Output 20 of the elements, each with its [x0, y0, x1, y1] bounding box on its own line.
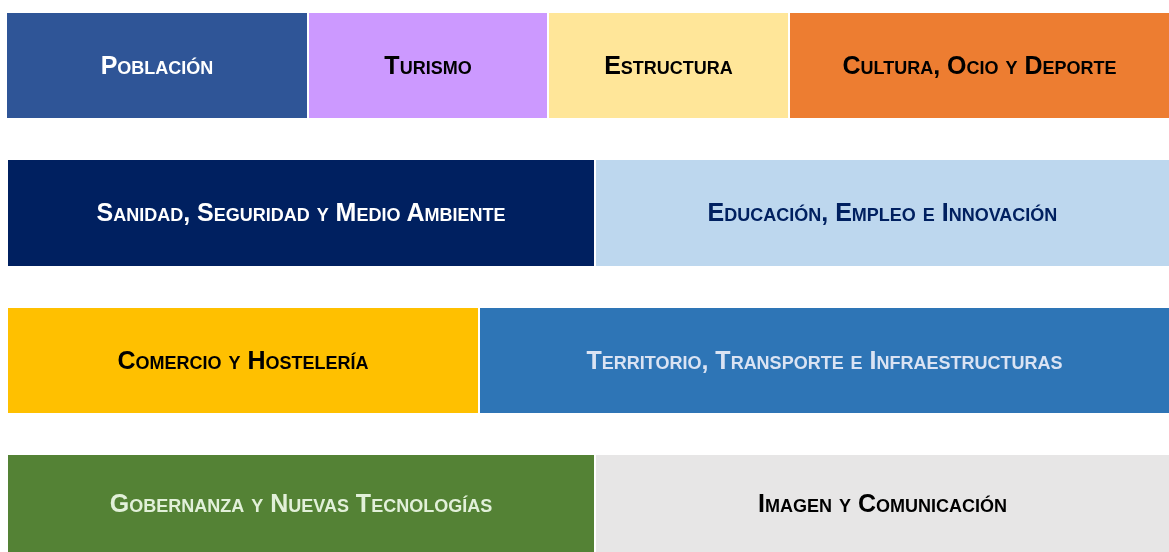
category-box: [790, 13, 1169, 118]
category-label: Cultura, Ocio y Deporte: [842, 49, 1117, 81]
category-label: Territorio, Transporte e Infraestructuras: [586, 344, 1063, 376]
category-label: Población: [100, 49, 214, 81]
category-box: [8, 308, 478, 413]
category-box: [8, 455, 594, 552]
category-box: [596, 455, 1169, 552]
category-label: Comercio y Hostelería: [117, 344, 369, 376]
category-label: Turismo: [384, 49, 472, 81]
category-box: [596, 160, 1169, 266]
category-label: Imagen y Comunicación: [758, 487, 1007, 519]
category-box: [8, 160, 594, 266]
category-box: [480, 308, 1169, 413]
category-box: [309, 13, 547, 118]
category-label: Estructura: [604, 49, 733, 81]
category-box: [549, 13, 788, 118]
category-label: Gobernanza y Nuevas Tecnologías: [109, 487, 493, 519]
category-label: Educación, Empleo e Innovación: [707, 197, 1058, 229]
category-label: Sanidad, Seguridad y Medio Ambiente: [96, 197, 506, 229]
category-box: [7, 13, 307, 118]
